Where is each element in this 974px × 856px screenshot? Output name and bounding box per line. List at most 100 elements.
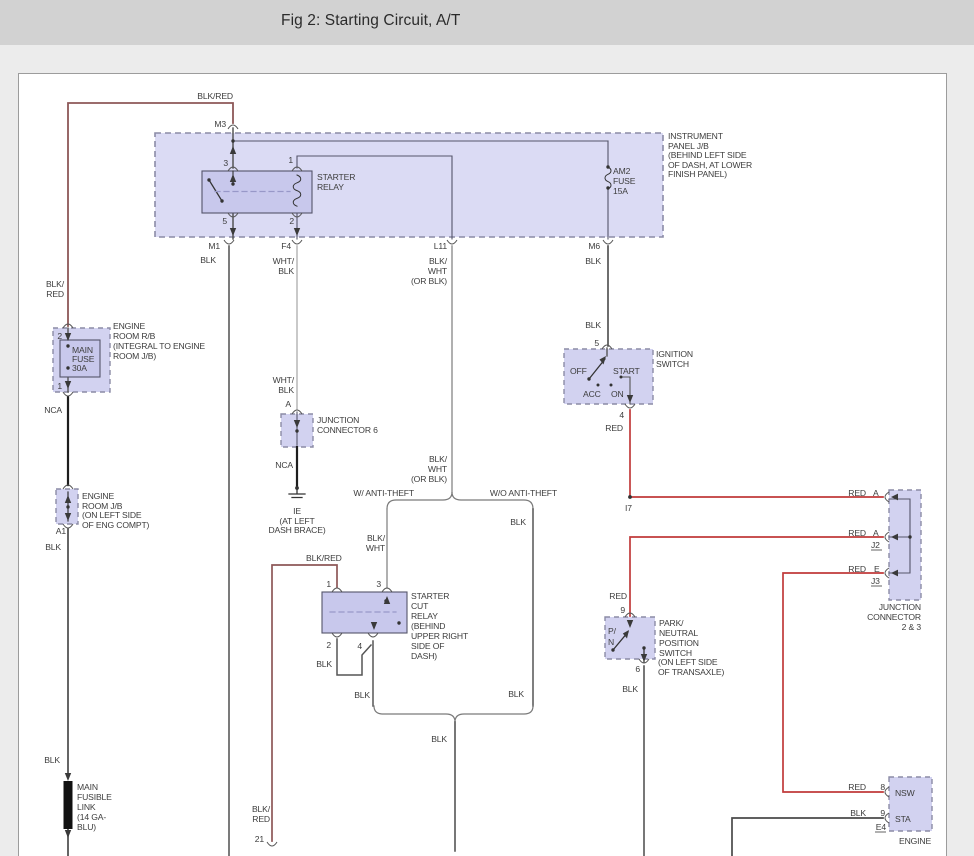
- scr-note: CUT: [411, 601, 429, 611]
- connector-label-l11: L11: [434, 241, 448, 251]
- connector-label-j2: J2: [871, 540, 880, 550]
- branch-brace-top: [386, 491, 534, 510]
- pn-note: POSITION: [659, 638, 699, 648]
- ign-pos-start: START: [613, 366, 641, 376]
- wire-label: BLK: [622, 684, 638, 694]
- jc6-note: CONNECTOR 6: [317, 425, 378, 435]
- wire-label: NCA: [44, 405, 62, 415]
- main-fuse-label: MAIN: [72, 345, 93, 355]
- pin-label: 3: [223, 158, 228, 168]
- scr-note: UPPER RIGHT: [411, 631, 469, 641]
- wire-label: BLK: [508, 689, 524, 699]
- pn-pos-label: N: [608, 637, 614, 647]
- eng-terminal-sta: STA: [895, 814, 911, 824]
- wire-label: RED: [609, 591, 627, 601]
- pin-label: 8: [880, 782, 885, 792]
- connector-label-m1: M1: [208, 241, 220, 251]
- ipjb-note: INSTRUMENT: [668, 131, 724, 141]
- fusible-link-label: MAIN: [77, 782, 98, 792]
- junction-connector23-box: [888, 489, 922, 601]
- wire-label: (OR BLK): [411, 276, 447, 286]
- erjb-note: OF ENG COMPT): [82, 520, 150, 530]
- title-bar: Fig 2: Starting Circuit, A/T: [0, 0, 974, 45]
- main-fusible-link-bar: [63, 781, 73, 829]
- wire-label: BLK/: [429, 256, 448, 266]
- flow-arrows: [64, 146, 898, 838]
- jc23-note: 2 & 3: [902, 622, 922, 632]
- pin-label: 5: [594, 338, 599, 348]
- ground-label: DASH BRACE): [268, 525, 325, 535]
- scr-note: (BEHIND: [411, 621, 445, 631]
- jc23-note: CONNECTOR: [867, 612, 921, 622]
- starter-relay-name: STARTER: [317, 172, 355, 182]
- ign-pos-acc: ACC: [583, 389, 601, 399]
- pin-label: 4: [619, 410, 624, 420]
- pin-label: A: [873, 528, 879, 538]
- wire-label: RED: [848, 564, 866, 574]
- wire-label: BLK: [431, 734, 447, 744]
- ign-pos-off: OFF: [570, 366, 587, 376]
- scr-note: SIDE OF: [411, 641, 444, 651]
- main-fuse-label: 30A: [72, 363, 87, 373]
- connector-symbols: [62, 124, 890, 847]
- main-fuse-label: FUSE: [72, 354, 95, 364]
- branch-label-without: W/O ANTI-THEFT: [490, 488, 558, 498]
- wire-label: BLK/: [252, 804, 271, 814]
- wire-label: RED: [848, 488, 866, 498]
- connector-label-m3: M3: [214, 119, 226, 129]
- wire-label: BLK/: [46, 279, 65, 289]
- figure-title: Fig 2: Starting Circuit, A/T: [281, 12, 461, 29]
- scr-note: RELAY: [411, 611, 438, 621]
- connector-label-e4: E4: [876, 822, 887, 832]
- wire-label: BLK/: [367, 533, 386, 543]
- pin-label: 1: [57, 381, 62, 391]
- erb-note: (INTEGRAL TO ENGINE: [113, 341, 205, 351]
- pin-label: 2: [289, 216, 294, 226]
- wire-label: BLK/RED: [197, 91, 233, 101]
- pin-label: A1: [56, 526, 67, 536]
- fusible-link-label: BLU): [77, 822, 96, 832]
- pin-label: A: [873, 488, 879, 498]
- fusible-link-label: (14 GA-: [77, 812, 106, 822]
- pin-label: 5: [222, 216, 227, 226]
- erb-note: ENGINE: [113, 321, 145, 331]
- connector-label-j3: J3: [871, 576, 880, 586]
- wire-red-j2-pn: [629, 536, 884, 617]
- wire-label: BLK: [44, 755, 60, 765]
- pn-note: NEUTRAL: [659, 628, 698, 638]
- wire-blk-sta: [731, 817, 884, 856]
- ipjb-note: (BEHIND LEFT SIDE: [668, 150, 747, 160]
- pin-label: 3: [376, 579, 381, 589]
- pin-label: A: [285, 399, 291, 409]
- ign-note: IGNITION: [656, 349, 693, 359]
- pn-note: PARK/: [659, 618, 684, 628]
- wire-blkred-scr: [271, 564, 338, 842]
- connector-label-21: 21: [255, 834, 265, 844]
- erjb-note: ROOM J/B: [82, 501, 123, 511]
- wire-label: BLK: [585, 256, 601, 266]
- ignition-switch-box: [563, 348, 654, 405]
- pn-note: (ON LEFT SIDE: [658, 657, 718, 667]
- erjb-note: ENGINE: [82, 491, 114, 501]
- am2-fuse-element: [604, 166, 612, 190]
- starter-relay-name: RELAY: [317, 182, 344, 192]
- wire-label: RED: [848, 528, 866, 538]
- am2-fuse-label: FUSE: [613, 176, 636, 186]
- wire-label: BLK/RED: [306, 553, 342, 563]
- wire-label: BLK: [45, 542, 61, 552]
- wire-label: RED: [848, 782, 866, 792]
- labels: BLK/RED M3 INSTRUMENT PANEL J/B (BEHIND …: [44, 91, 931, 846]
- wire-label: BLK: [278, 266, 294, 276]
- pn-note: OF TRANSAXLE): [658, 667, 724, 677]
- wire-pin1-l11: [296, 155, 453, 240]
- branch-label-with: W/ ANTI-THEFT: [353, 488, 414, 498]
- wire-label: BLK: [354, 690, 370, 700]
- ground-label: IE: [293, 506, 301, 516]
- wire-label: BLK: [585, 320, 601, 330]
- wire-label: WHT/: [273, 256, 295, 266]
- am2-fuse-label: AM2: [613, 166, 631, 176]
- ground-label: (AT LEFT: [279, 516, 315, 526]
- wire-scr-pin2-jog: [336, 638, 373, 676]
- wire-red-j3-nsw: [782, 572, 884, 793]
